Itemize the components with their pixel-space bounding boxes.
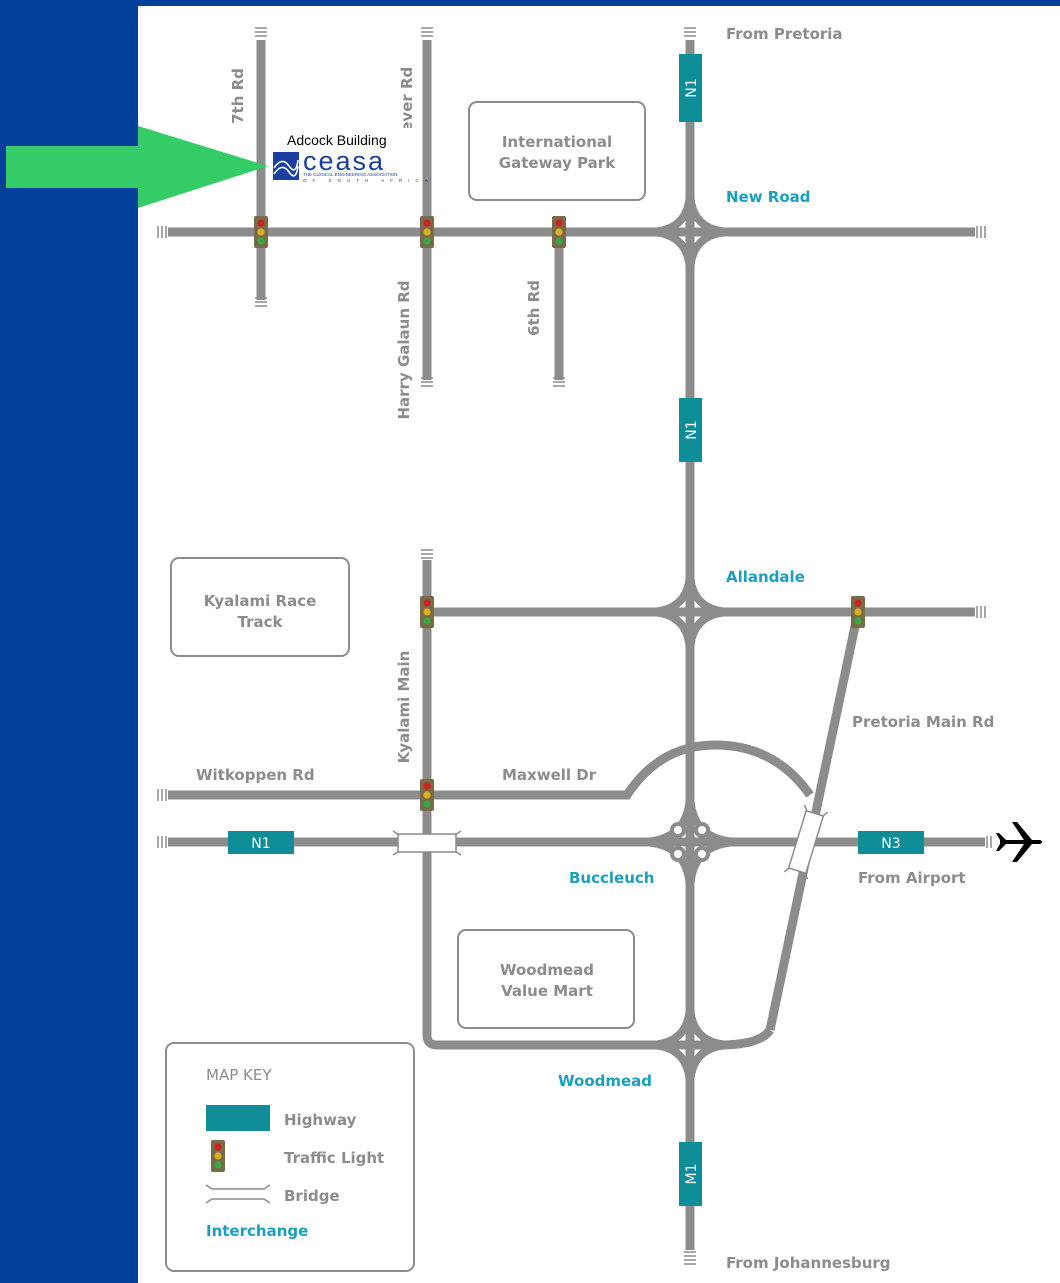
highway-shield-n1-west: N1	[228, 831, 294, 854]
traffic-light-icon	[420, 596, 434, 628]
traffic-light-icon	[851, 596, 865, 628]
witkoppen-road	[168, 740, 814, 800]
road-label-pretoria-main: Pretoria Main Rd	[852, 713, 994, 731]
svg-text:OF SOUTH AFRICA: OF SOUTH AFRICA	[303, 178, 434, 183]
svg-text:Woodmead: Woodmead	[500, 961, 594, 979]
buccleuch-cloverleaf	[670, 822, 710, 862]
svg-text:International: International	[502, 133, 612, 151]
interchange-label-woodmead: Woodmead	[558, 1072, 652, 1090]
interchange-label-allandale: Allandale	[726, 568, 805, 586]
place-international-gateway-park: International Gateway Park	[468, 101, 646, 201]
key-interchange-label: Interchange	[206, 1222, 308, 1240]
svg-text:N1: N1	[684, 420, 700, 439]
direction-from-johannesburg: From Johannesburg	[726, 1254, 891, 1272]
road-label-6th: 6th Rd	[525, 280, 543, 336]
key-highway-swatch	[206, 1105, 270, 1131]
traffic-light-icon	[254, 216, 268, 248]
highway-shield-n3: N3	[858, 831, 924, 854]
road-label-maxwell: Maxwell Dr	[502, 766, 597, 784]
key-traffic-light-label: Traffic Light	[284, 1149, 384, 1167]
road-label-witkoppen: Witkoppen Rd	[196, 766, 315, 784]
svg-text:ceasa: ceasa	[303, 146, 385, 176]
place-woodmead-value-mart: Woodmead Value Mart	[457, 929, 635, 1029]
kyalami-main-road	[422, 560, 690, 1050]
key-bridge-label: Bridge	[284, 1187, 340, 1205]
svg-text:Value Mart: Value Mart	[501, 982, 593, 1000]
map-key: MAP KEY Highway Traffic Light Bridge Int…	[165, 1042, 415, 1272]
svg-text:Gateway Park: Gateway Park	[499, 154, 616, 172]
adcock-building-callout: Adcock Building ceasa THE CLINICAL ENGIN…	[270, 128, 434, 188]
svg-text:N1: N1	[251, 836, 270, 852]
traffic-light-icon	[211, 1140, 225, 1172]
bridge-icon	[783, 804, 829, 880]
road-label-7th: 7th Rd	[229, 68, 247, 124]
svg-text:Track: Track	[238, 613, 284, 631]
road-label-kyalami-main: Kyalami Main	[395, 651, 413, 764]
svg-text:M1: M1	[684, 1164, 700, 1185]
road-label-lever: Lever Rd	[398, 67, 416, 142]
bridge-icon	[392, 830, 462, 856]
svg-text:THE CLINICAL ENGINEERING ASSOC: THE CLINICAL ENGINEERING ASSOCIATION	[303, 172, 398, 177]
interchange-label-new-road: New Road	[726, 188, 811, 206]
airplane-icon	[996, 822, 1042, 862]
key-highway-label: Highway	[284, 1111, 357, 1129]
bridge-icon	[205, 1184, 271, 1204]
direction-from-pretoria: From Pretoria	[726, 25, 843, 43]
highway-shield-n1-top: N1	[679, 54, 702, 122]
highway-shield-n1-mid: N1	[679, 398, 702, 462]
map-key-title: MAP KEY	[206, 1066, 272, 1084]
traffic-light-icon	[420, 216, 434, 248]
svg-text:N1: N1	[684, 78, 700, 97]
svg-text:N3: N3	[881, 836, 900, 852]
road-ends	[157, 27, 992, 1265]
interchange-label-buccleuch: Buccleuch	[569, 869, 654, 887]
traffic-light-icon	[420, 779, 434, 811]
road-label-harry-galaun: Harry Galaun Rd	[395, 280, 413, 419]
traffic-light-icon	[552, 216, 566, 248]
direction-from-airport: From Airport	[858, 869, 966, 887]
callout-title: Adcock Building	[287, 132, 387, 148]
highway-shield-m1: M1	[679, 1142, 702, 1206]
green-arrow-icon	[6, 126, 268, 208]
ceasa-logo: ceasa THE CLINICAL ENGINEERING ASSOCIATI…	[273, 146, 434, 183]
svg-text:Kyalami Race: Kyalami Race	[204, 592, 317, 610]
place-kyalami-race-track: Kyalami Race Track	[170, 557, 350, 657]
